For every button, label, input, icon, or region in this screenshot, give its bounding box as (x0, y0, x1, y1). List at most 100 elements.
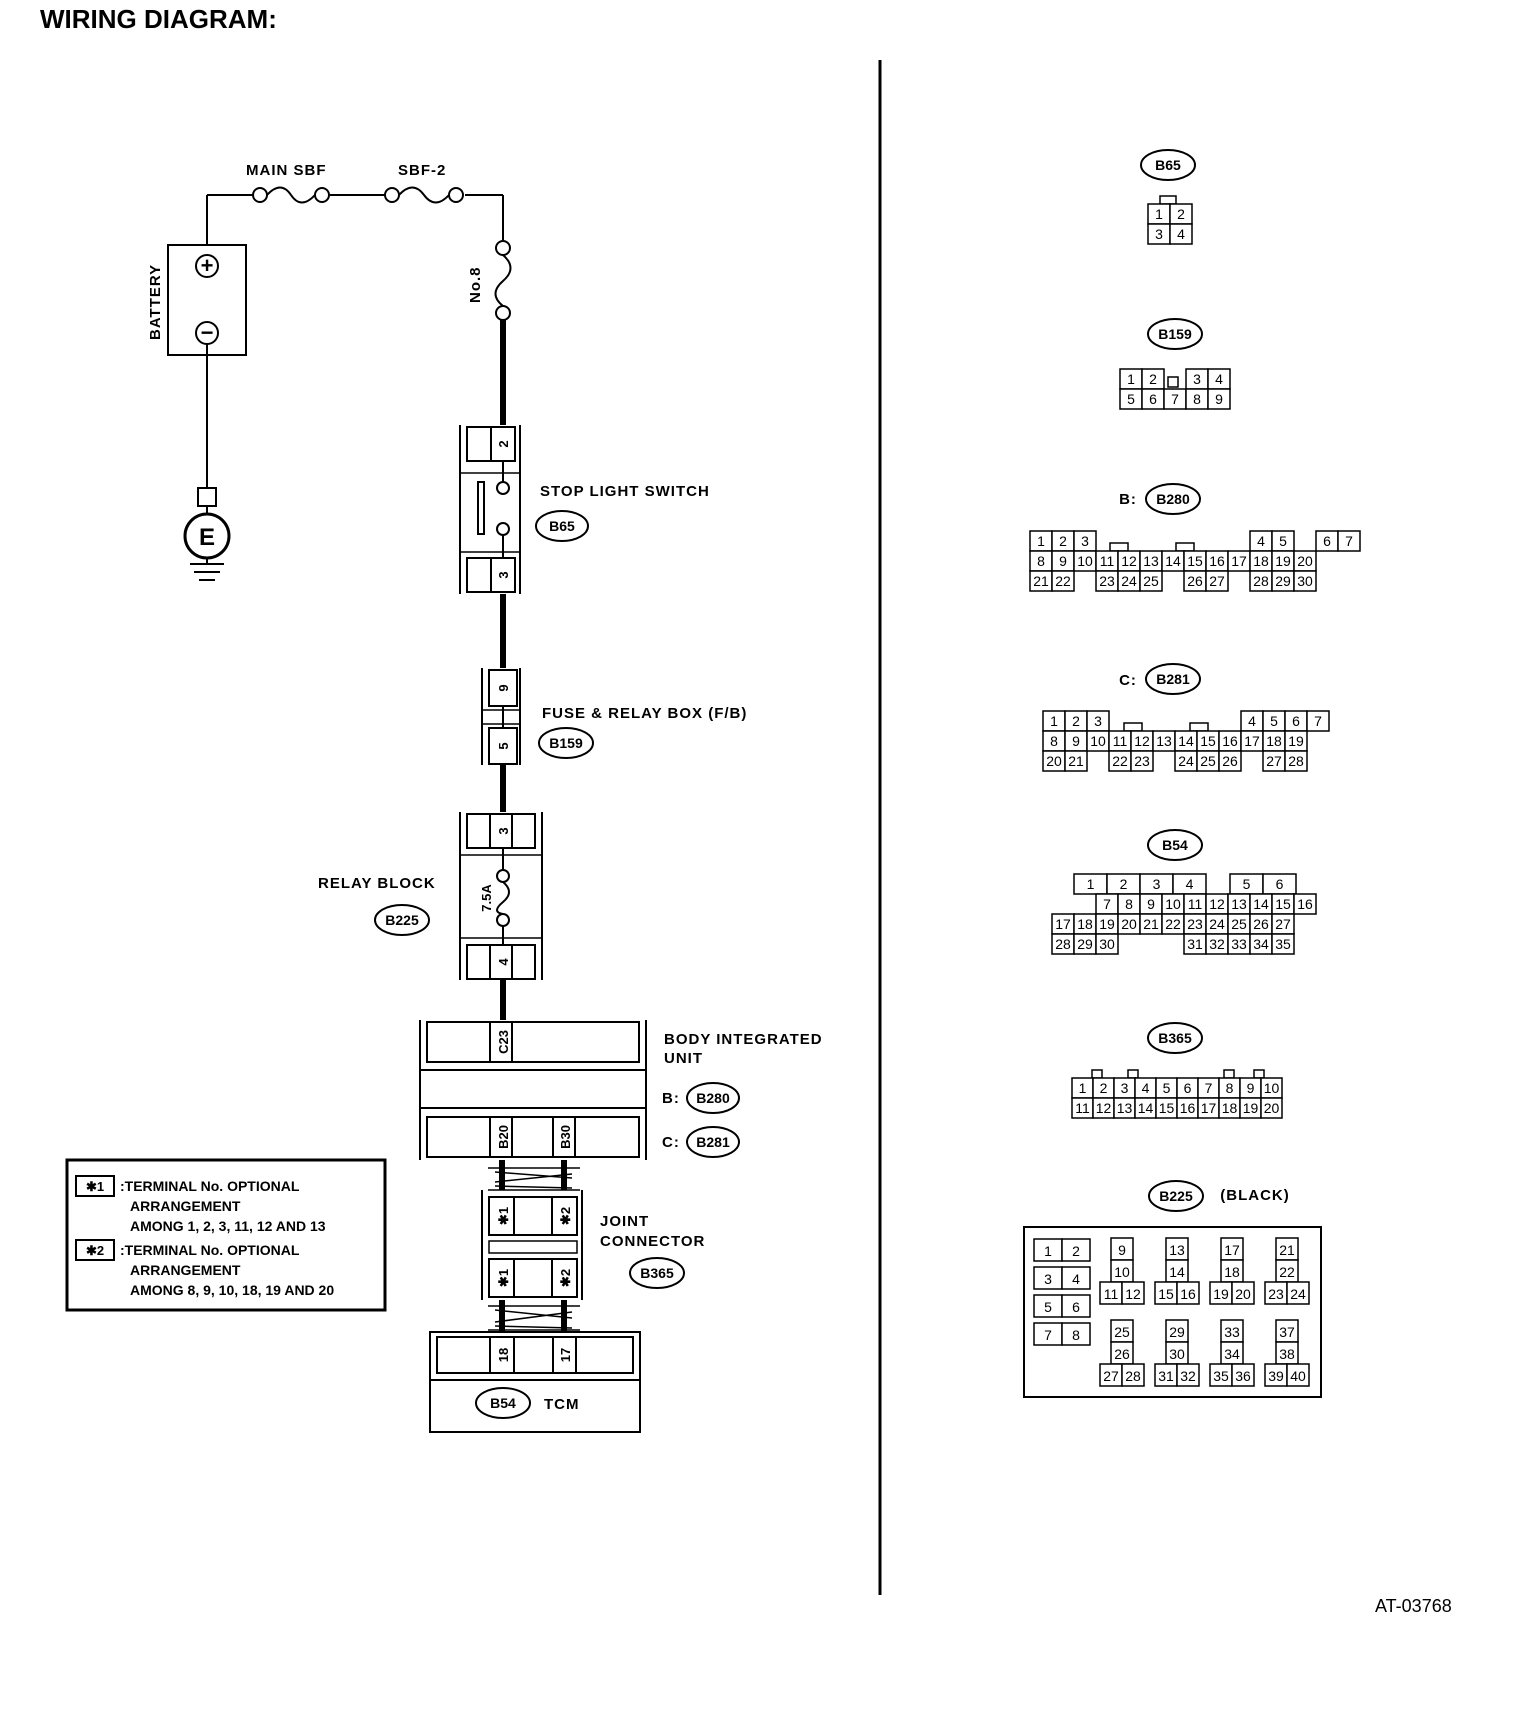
terminal-19: 19 (1275, 553, 1291, 569)
terminal-24: 24 (1290, 1286, 1306, 1302)
terminal-27: 27 (1103, 1368, 1119, 1384)
terminal-18: 18 (1253, 553, 1269, 569)
terminal-7: 7 (1205, 1080, 1213, 1096)
terminal-10: 10 (1165, 896, 1181, 912)
terminal-11: 11 (1100, 553, 1115, 569)
terminal-20: 20 (1297, 553, 1313, 569)
terminal-5: 5 (1243, 876, 1251, 892)
terminal-13: 13 (1117, 1100, 1133, 1116)
terminal-16: 16 (1297, 896, 1313, 912)
fuse-relay-box (481, 668, 521, 765)
biu-c-prefix: C: (662, 1134, 680, 1151)
main-sbf-label: MAIN SBF (246, 162, 327, 179)
terminal-7: 7 (1314, 713, 1322, 729)
terminal-2: 2 (1072, 713, 1080, 729)
battery-label: BATTERY (147, 264, 164, 340)
terminal-12: 12 (1121, 553, 1137, 569)
b281-connector-ref: B281 (1156, 671, 1190, 687)
terminal-34: 34 (1253, 936, 1269, 952)
terminal-13: 13 (1156, 733, 1172, 749)
terminal-12: 12 (1125, 1286, 1141, 1302)
terminal-2: 2 (1120, 876, 1128, 892)
terminal-12: 12 (1134, 733, 1150, 749)
terminal-3: 3 (1121, 1080, 1129, 1096)
terminal-13: 13 (1169, 1242, 1185, 1258)
sbf2-fuse-icon (384, 186, 464, 204)
terminal-5: 5 (1044, 1299, 1052, 1315)
terminal-19: 19 (1099, 916, 1115, 932)
terminal-18: 18 (1224, 1264, 1240, 1280)
terminal-2: 2 (1100, 1080, 1108, 1096)
relay-fuse-label: 7.5A (479, 884, 494, 912)
joint-connector-label-1: JOINT (600, 1213, 649, 1230)
sbf2-label: SBF-2 (398, 162, 446, 179)
terminal-11: 11 (1075, 1100, 1090, 1116)
battery-plus-icon: + (201, 253, 214, 278)
terminal-25: 25 (1114, 1324, 1130, 1340)
terminal-16: 16 (1222, 733, 1238, 749)
terminal-10: 10 (1114, 1264, 1130, 1280)
legend-1-line3: AMONG 1, 2, 3, 11, 12 AND 13 (130, 1218, 326, 1234)
terminal-4: 4 (1186, 876, 1194, 892)
terminal-22: 22 (1279, 1264, 1295, 1280)
terminal-17: 17 (1244, 733, 1260, 749)
terminal-17: 17 (1231, 553, 1247, 569)
stop-switch-pin-bottom: 3 (496, 571, 511, 578)
terminal-24: 24 (1178, 753, 1194, 769)
terminal-1: 1 (1037, 533, 1045, 549)
biu-label-2: UNIT (664, 1050, 703, 1067)
stop-light-switch (459, 425, 521, 594)
biu-pin-b20: B20 (496, 1125, 511, 1149)
terminal-32: 32 (1180, 1368, 1196, 1384)
terminal-17: 17 (1224, 1242, 1240, 1258)
terminal-11: 11 (1113, 733, 1128, 749)
b159-connector-ref: B159 (1158, 326, 1192, 342)
terminal-8: 8 (1037, 553, 1045, 569)
biu-pin-c23: C23 (496, 1030, 511, 1054)
terminal-18: 18 (1266, 733, 1282, 749)
circuit-labels: MAIN SBF SBF-2 No.8 BATTERY + − E STOP L… (86, 162, 822, 1413)
terminal-3: 3 (1081, 533, 1089, 549)
fuse-no8-icon (494, 240, 512, 321)
biu-b-connector: B280 (696, 1090, 730, 1106)
terminal-6: 6 (1149, 391, 1157, 407)
terminal-4: 4 (1177, 226, 1185, 242)
terminal-8: 8 (1050, 733, 1058, 749)
terminal-7: 7 (1171, 391, 1179, 407)
ground-label: E (199, 524, 215, 551)
terminal-3: 3 (1044, 1271, 1052, 1287)
terminal-6: 6 (1323, 533, 1331, 549)
terminal-27: 27 (1209, 573, 1225, 589)
terminal-30: 30 (1099, 936, 1115, 952)
terminal-25: 25 (1200, 753, 1216, 769)
biu-b-prefix: B: (662, 1090, 680, 1107)
relay-pin-bottom: 4 (496, 958, 511, 966)
terminal-25: 25 (1231, 916, 1247, 932)
b225-connector-ref: B225 (1159, 1188, 1193, 1204)
terminal-29: 29 (1077, 936, 1093, 952)
terminal-28: 28 (1253, 573, 1269, 589)
terminal-12: 12 (1096, 1100, 1112, 1116)
jc-pin1-top: ✱1 (496, 1207, 511, 1225)
fuse-relay-box-connector: B159 (549, 735, 583, 751)
terminal-15: 15 (1187, 553, 1203, 569)
terminal-30: 30 (1297, 573, 1313, 589)
legend-2-line3: AMONG 8, 9, 10, 18, 19 AND 20 (130, 1282, 334, 1298)
terminal-3: 3 (1153, 876, 1161, 892)
battery-minus-icon: − (201, 320, 214, 345)
joint-connector (481, 1190, 583, 1300)
terminal-1: 1 (1155, 206, 1163, 222)
terminal-4: 4 (1257, 533, 1265, 549)
terminal-24: 24 (1209, 916, 1225, 932)
stop-switch-pin-top: 2 (496, 440, 511, 447)
b54-connector-ref: B54 (1162, 837, 1188, 853)
terminal-20: 20 (1046, 753, 1062, 769)
terminal-9: 9 (1059, 553, 1067, 569)
jc-pin2-top: ✱2 (558, 1207, 573, 1225)
legend-1-line1: :TERMINAL No. OPTIONAL (120, 1178, 300, 1194)
terminal-23: 23 (1099, 573, 1115, 589)
terminal-7: 7 (1044, 1327, 1052, 1343)
terminal-15: 15 (1275, 896, 1291, 912)
terminal-23: 23 (1268, 1286, 1284, 1302)
terminal-9: 9 (1215, 391, 1223, 407)
